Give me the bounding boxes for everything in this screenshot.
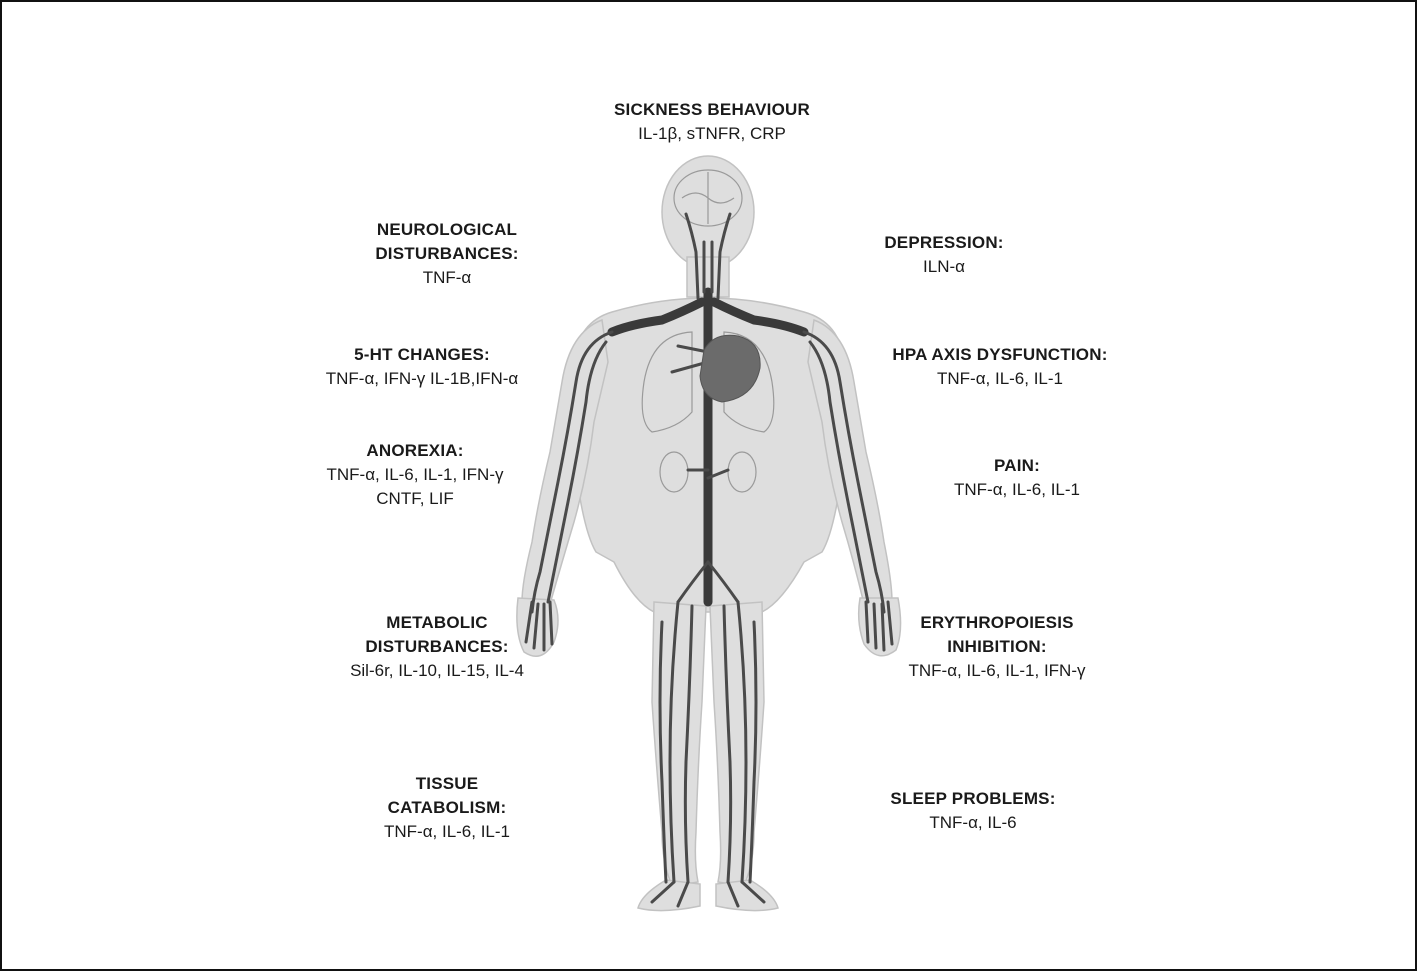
label-title-line: ERYTHROPOIESIS bbox=[872, 611, 1122, 635]
label-title: DEPRESSION: bbox=[844, 231, 1044, 255]
label-cytokines: TNF-α, IL-6, IL-1, IFN-γ bbox=[872, 659, 1122, 683]
label-sleep-problems: SLEEP PROBLEMS: TNF-α, IL-6 bbox=[858, 787, 1088, 835]
label-depression: DEPRESSION: ILN-α bbox=[844, 231, 1044, 279]
label-cytokines: Sil-6r, IL-10, IL-15, IL-4 bbox=[312, 659, 562, 683]
label-title: SLEEP PROBLEMS: bbox=[858, 787, 1088, 811]
label-cytokines: CNTF, LIF bbox=[290, 487, 540, 511]
label-metabolic-disturbances: METABOLIC DISTURBANCES: Sil-6r, IL-10, I… bbox=[312, 611, 562, 683]
label-tissue-catabolism: TISSUE CATABOLISM: TNF-α, IL-6, IL-1 bbox=[332, 772, 562, 844]
label-title-line: METABOLIC bbox=[312, 611, 562, 635]
label-cytokines: TNF-α bbox=[322, 266, 572, 290]
label-title-line: DISTURBANCES: bbox=[312, 635, 562, 659]
label-anorexia: ANOREXIA: TNF-α, IL-6, IL-1, IFN-γ CNTF,… bbox=[290, 439, 540, 511]
label-cytokines: TNF-α, IL-6 bbox=[858, 811, 1088, 835]
label-erythropoiesis-inhibition: ERYTHROPOIESIS INHIBITION: TNF-α, IL-6, … bbox=[872, 611, 1122, 683]
label-cytokines: TNF-α, IL-6, IL-1 bbox=[902, 478, 1132, 502]
label-cytokines: TNF-α, IL-6, IL-1, IFN-γ bbox=[290, 463, 540, 487]
label-title-line: DISTURBANCES: bbox=[322, 242, 572, 266]
label-title-line: INHIBITION: bbox=[872, 635, 1122, 659]
label-title: 5-HT CHANGES: bbox=[292, 343, 552, 367]
label-cytokines: TNF-α, IFN-γ IL-1B,IFN-α bbox=[292, 367, 552, 391]
label-5ht-changes: 5-HT CHANGES: TNF-α, IFN-γ IL-1B,IFN-α bbox=[292, 343, 552, 391]
label-title: HPA AXIS DYSFUNCTION: bbox=[860, 343, 1140, 367]
label-cytokines: IL-1β, sTNFR, CRP bbox=[562, 122, 862, 146]
label-title-line: TISSUE bbox=[332, 772, 562, 796]
label-title: SICKNESS BEHAVIOUR bbox=[562, 98, 862, 122]
blood-vessels bbox=[526, 214, 892, 906]
label-neurological-disturbances: NEUROLOGICAL DISTURBANCES: TNF-α bbox=[322, 218, 572, 290]
label-cytokines: ILN-α bbox=[844, 255, 1044, 279]
label-cytokines: TNF-α, IL-6, IL-1 bbox=[332, 820, 562, 844]
label-title: ANOREXIA: bbox=[290, 439, 540, 463]
label-title-line: NEUROLOGICAL bbox=[322, 218, 572, 242]
label-title-line: CATABOLISM: bbox=[332, 796, 562, 820]
label-pain: PAIN: TNF-α, IL-6, IL-1 bbox=[902, 454, 1132, 502]
label-title: PAIN: bbox=[902, 454, 1132, 478]
label-hpa-axis-dysfunction: HPA AXIS DYSFUNCTION: TNF-α, IL-6, IL-1 bbox=[860, 343, 1140, 391]
label-sickness-behaviour: SICKNESS BEHAVIOUR IL-1β, sTNFR, CRP bbox=[562, 98, 862, 146]
label-cytokines: TNF-α, IL-6, IL-1 bbox=[860, 367, 1140, 391]
